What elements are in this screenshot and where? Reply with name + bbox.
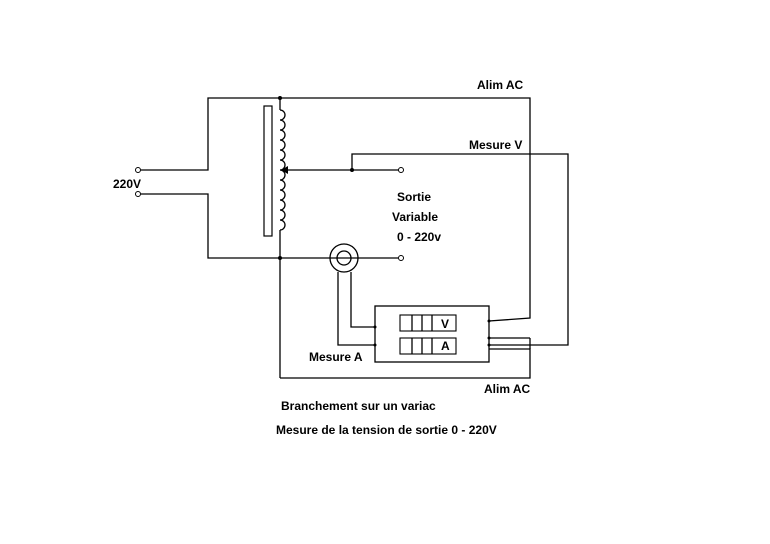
meter-module: V A: [373, 305, 491, 363]
input-wiring: [135, 97, 531, 322]
node-bottom: [278, 256, 282, 260]
label-range: 0 - 220v: [397, 230, 441, 244]
input-terminal-bottom: [135, 191, 141, 197]
label-input-voltage: 220V: [113, 177, 141, 191]
alim-ac-return: [280, 348, 531, 379]
meter-v-label: V: [441, 317, 449, 331]
variac-winding: [279, 109, 286, 231]
input-terminal-top: [135, 167, 141, 173]
meter-a-label: A: [441, 339, 450, 353]
label-mesure-v: Mesure V: [469, 138, 522, 152]
node-top: [278, 96, 282, 100]
mesure-v-wire: [351, 153, 569, 346]
current-transformer: [329, 243, 375, 346]
output-terminal-top: [398, 167, 404, 173]
variac-core: [263, 105, 273, 237]
output-wiring: [350, 167, 404, 261]
label-sortie: Sortie: [397, 190, 431, 204]
caption-line-2: Mesure de la tension de sortie 0 - 220V: [276, 423, 497, 437]
voltmeter-display: [399, 314, 457, 332]
label-alim-ac-bottom: Alim AC: [484, 382, 531, 396]
label-alim-ac-top: Alim AC: [477, 78, 524, 92]
variac: [263, 96, 400, 378]
wiper-arrowhead: [281, 166, 288, 174]
label-mesure-a: Mesure A: [309, 350, 363, 364]
ammeter-display: [399, 337, 457, 355]
caption-line-1: Branchement sur un variac: [281, 399, 436, 413]
output-terminal-bottom: [398, 255, 404, 261]
label-variable: Variable: [392, 210, 438, 224]
